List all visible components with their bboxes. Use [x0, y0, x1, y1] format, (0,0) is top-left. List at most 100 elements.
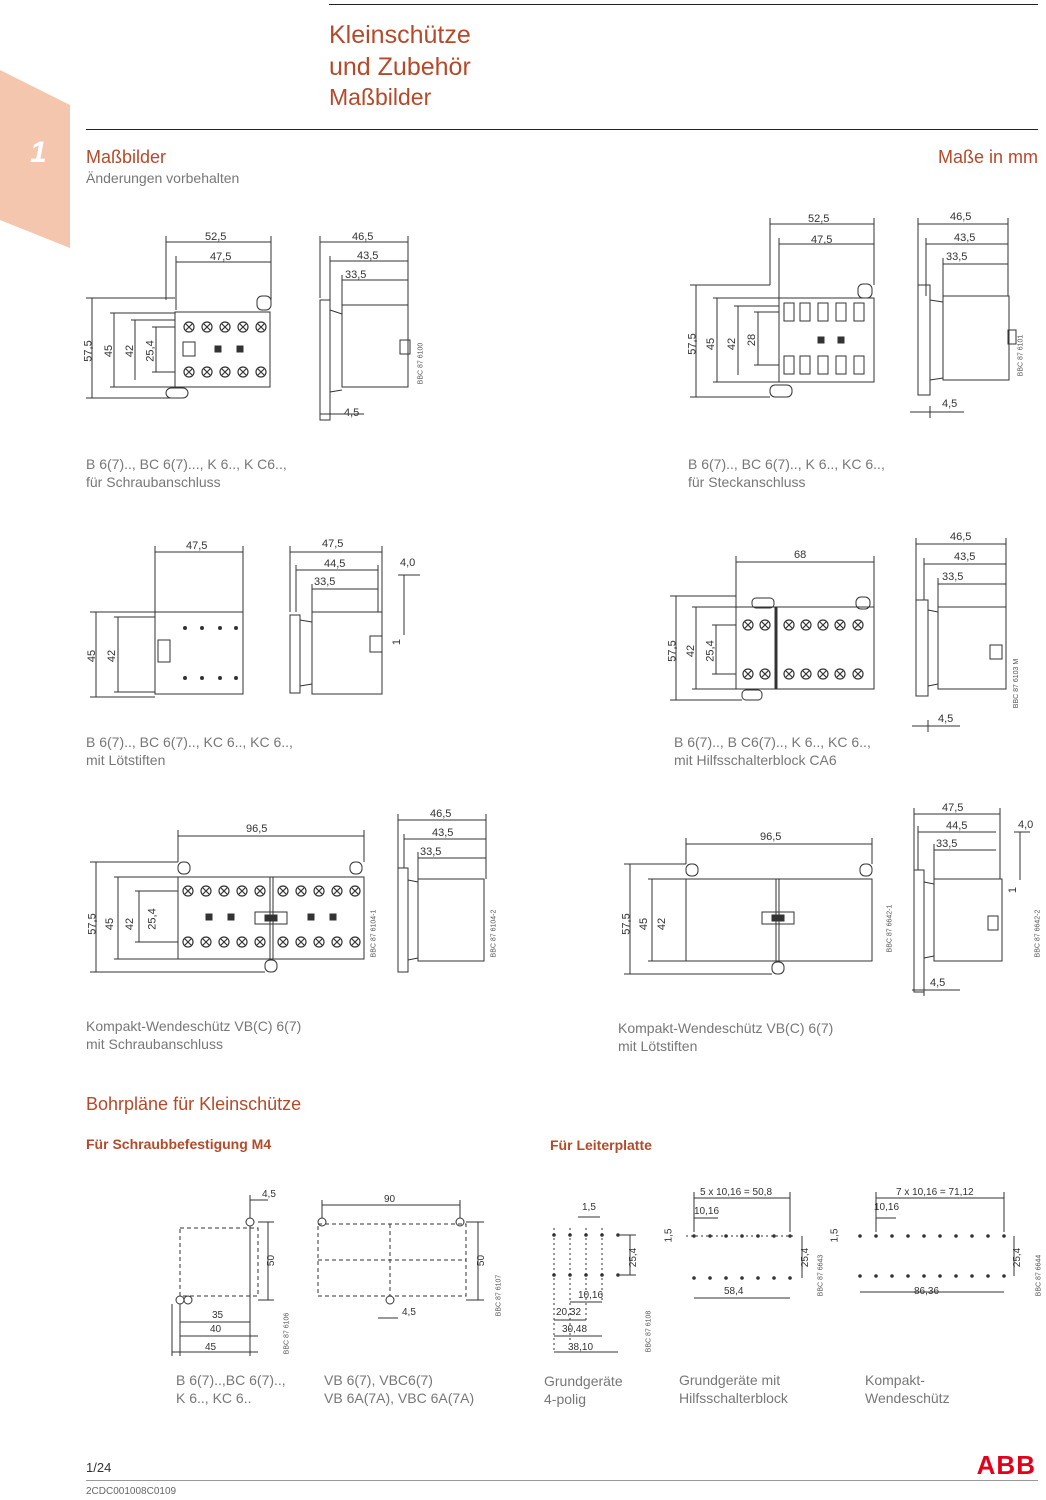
caption-line: Wendeschütz: [865, 1390, 950, 1406]
dim-label: 35: [212, 1310, 224, 1321]
dim-label: 40: [210, 1324, 222, 1335]
dim-label: 33,5: [936, 838, 958, 850]
dim-label: 96,5: [246, 823, 268, 835]
dim-label: 20,32: [556, 1307, 582, 1318]
figure-caption: B 6(7).., B C6(7).., K 6.., KC 6.., mit …: [674, 733, 871, 769]
chapter-number: 1: [30, 136, 47, 169]
dim-label: 4,5: [938, 713, 954, 725]
caption-line: für Schraubanschluss: [86, 474, 221, 490]
fig6-side-view: [912, 808, 1030, 996]
dim-label: 43,5: [954, 232, 976, 244]
drilling-title: Bohrpläne für Kleinschütze: [86, 1094, 302, 1114]
pcb-heading: Für Leiterplatte: [550, 1137, 652, 1153]
caption-line: Hilfsschalterblock: [679, 1390, 788, 1406]
dim-label: 50: [476, 1254, 488, 1267]
dim-label: 1,5: [829, 1228, 841, 1243]
figure-caption: Kompakt-Wendeschütz VB(C) 6(7) mit Lötst…: [618, 1019, 833, 1055]
dim-label: 45: [205, 1342, 217, 1353]
dim-label: 5 x 10,16 = 50,8: [700, 1187, 773, 1198]
dim-label: 47,5: [186, 540, 208, 552]
dim-label: 25,4: [1012, 1247, 1024, 1268]
dim-label: 68: [794, 549, 807, 561]
caption-line: Kompakt-Wendeschütz VB(C) 6(7): [618, 1020, 834, 1036]
dim-label: 4,0: [400, 557, 416, 569]
dim-label: 52,5: [808, 213, 830, 225]
drilling-caption: VB 6(7), VBC6(7) VB 6A(7A), VBC 6A(7A): [324, 1371, 474, 1407]
fig1-side-view: [319, 236, 411, 421]
dim-label: 7 x 10,16 = 71,12: [896, 1187, 974, 1198]
dim-label: 47,5: [322, 538, 344, 550]
dim-label: 43,5: [432, 827, 454, 839]
section-title: Maßbilder: [86, 147, 167, 167]
caption-line: Kompakt-: [865, 1372, 925, 1388]
dim-label: 4,5: [402, 1307, 416, 1318]
figure-caption: B 6(7).., BC 6(7).., K 6.., KC 6.., für …: [688, 455, 885, 491]
fig3-side-view: [289, 546, 420, 695]
drilling-caption: Grundgeräte 4-polig: [544, 1372, 623, 1408]
footer-rule: [86, 1480, 1038, 1481]
fig3-front-view: [90, 546, 244, 698]
caption-line: VB 6(7), VBC6(7): [324, 1372, 433, 1388]
section-note: Änderungen vorbehalten: [86, 170, 240, 186]
caption-line: K 6.., KC 6..: [176, 1390, 252, 1406]
drilling-caption: Grundgeräte mit Hilfsschalterblock: [679, 1371, 788, 1407]
dim-label: 38,10: [568, 1342, 594, 1353]
fig5-side-view: [397, 814, 487, 973]
dim-label: 47,5: [942, 802, 964, 814]
dim-label: 46,5: [950, 211, 972, 223]
fig4-side-view: [912, 538, 1007, 732]
dim-label: 33,5: [345, 269, 367, 281]
dim-label: 86,36: [914, 1286, 940, 1297]
dim-label: 96,5: [760, 831, 782, 843]
screw-heading: Für Schraubbefestigung M4: [86, 1136, 272, 1152]
caption-line: VB 6A(7A), VBC 6A(7A): [324, 1390, 475, 1406]
page-subtitle: Maßbilder: [329, 84, 432, 110]
dim-label: 52,5: [205, 231, 227, 243]
fig5-front-view: [90, 830, 365, 973]
dim-label: 4,5: [942, 398, 958, 410]
caption-line: für Steckanschluss: [688, 474, 806, 490]
dim-label: 4,5: [262, 1189, 276, 1200]
dim-label: 1,5: [663, 1228, 675, 1243]
fig2-front-view: [690, 218, 875, 398]
dim-label: 33,5: [946, 251, 968, 263]
dim-label: 4,5: [344, 407, 360, 419]
dim-label: 90: [384, 1194, 396, 1205]
drilling-caption: B 6(7)..,BC 6(7).., K 6.., KC 6..: [176, 1371, 286, 1407]
dim-label: 10,16: [694, 1206, 720, 1217]
dim-label: 43,5: [357, 250, 379, 262]
chapter-tab: [0, 70, 70, 248]
dim-label: 4,0: [1018, 819, 1034, 831]
caption-line: B 6(7).., BC 6(7).., KC 6.., KC 6..,: [86, 734, 293, 750]
fig6-front-view: [624, 838, 873, 975]
drill-screw-1: [171, 1195, 274, 1356]
figure-caption: B 6(7).., BC 6(7)..., K 6.., K C6.., für…: [86, 455, 287, 491]
dim-label: 25,4: [628, 1247, 640, 1268]
dim-label: 44,5: [946, 820, 968, 832]
fig4-front-view: [670, 556, 875, 701]
dim-label: 46,5: [950, 531, 972, 543]
caption-line: B 6(7).., BC 6(7).., K 6.., KC 6..,: [688, 456, 885, 472]
drill-pcb-3: [858, 1192, 1015, 1293]
drill-pcb-2: [686, 1192, 803, 1299]
caption-line: Kompakt-Wendeschütz VB(C) 6(7): [86, 1018, 302, 1034]
figure-caption: Kompakt-Wendeschütz VB(C) 6(7) mit Schra…: [86, 1017, 301, 1053]
title-line-1: Kleinschütze: [329, 21, 471, 49]
dim-label: 1,5: [582, 1202, 596, 1213]
figure-caption: B 6(7).., BC 6(7).., KC 6.., KC 6.., mit…: [86, 733, 293, 769]
dim-label: 25,4: [800, 1247, 812, 1268]
dim-label: 47,5: [811, 234, 833, 246]
dim-label: 33,5: [942, 571, 964, 583]
fig2-side-view: [910, 218, 1017, 418]
dim-label: 46,5: [430, 808, 452, 820]
caption-line: 4-polig: [544, 1391, 587, 1407]
dim-label: 4,5: [930, 977, 946, 989]
dim-label: 33,5: [314, 576, 336, 588]
caption-line: B 6(7).., B C6(7).., K 6.., KC 6..,: [674, 734, 871, 750]
title-line-2: und Zubehör: [329, 53, 471, 81]
dim-label: 44,5: [324, 558, 346, 570]
section-rule: [86, 129, 1038, 130]
dim-label: 43,5: [954, 551, 976, 563]
